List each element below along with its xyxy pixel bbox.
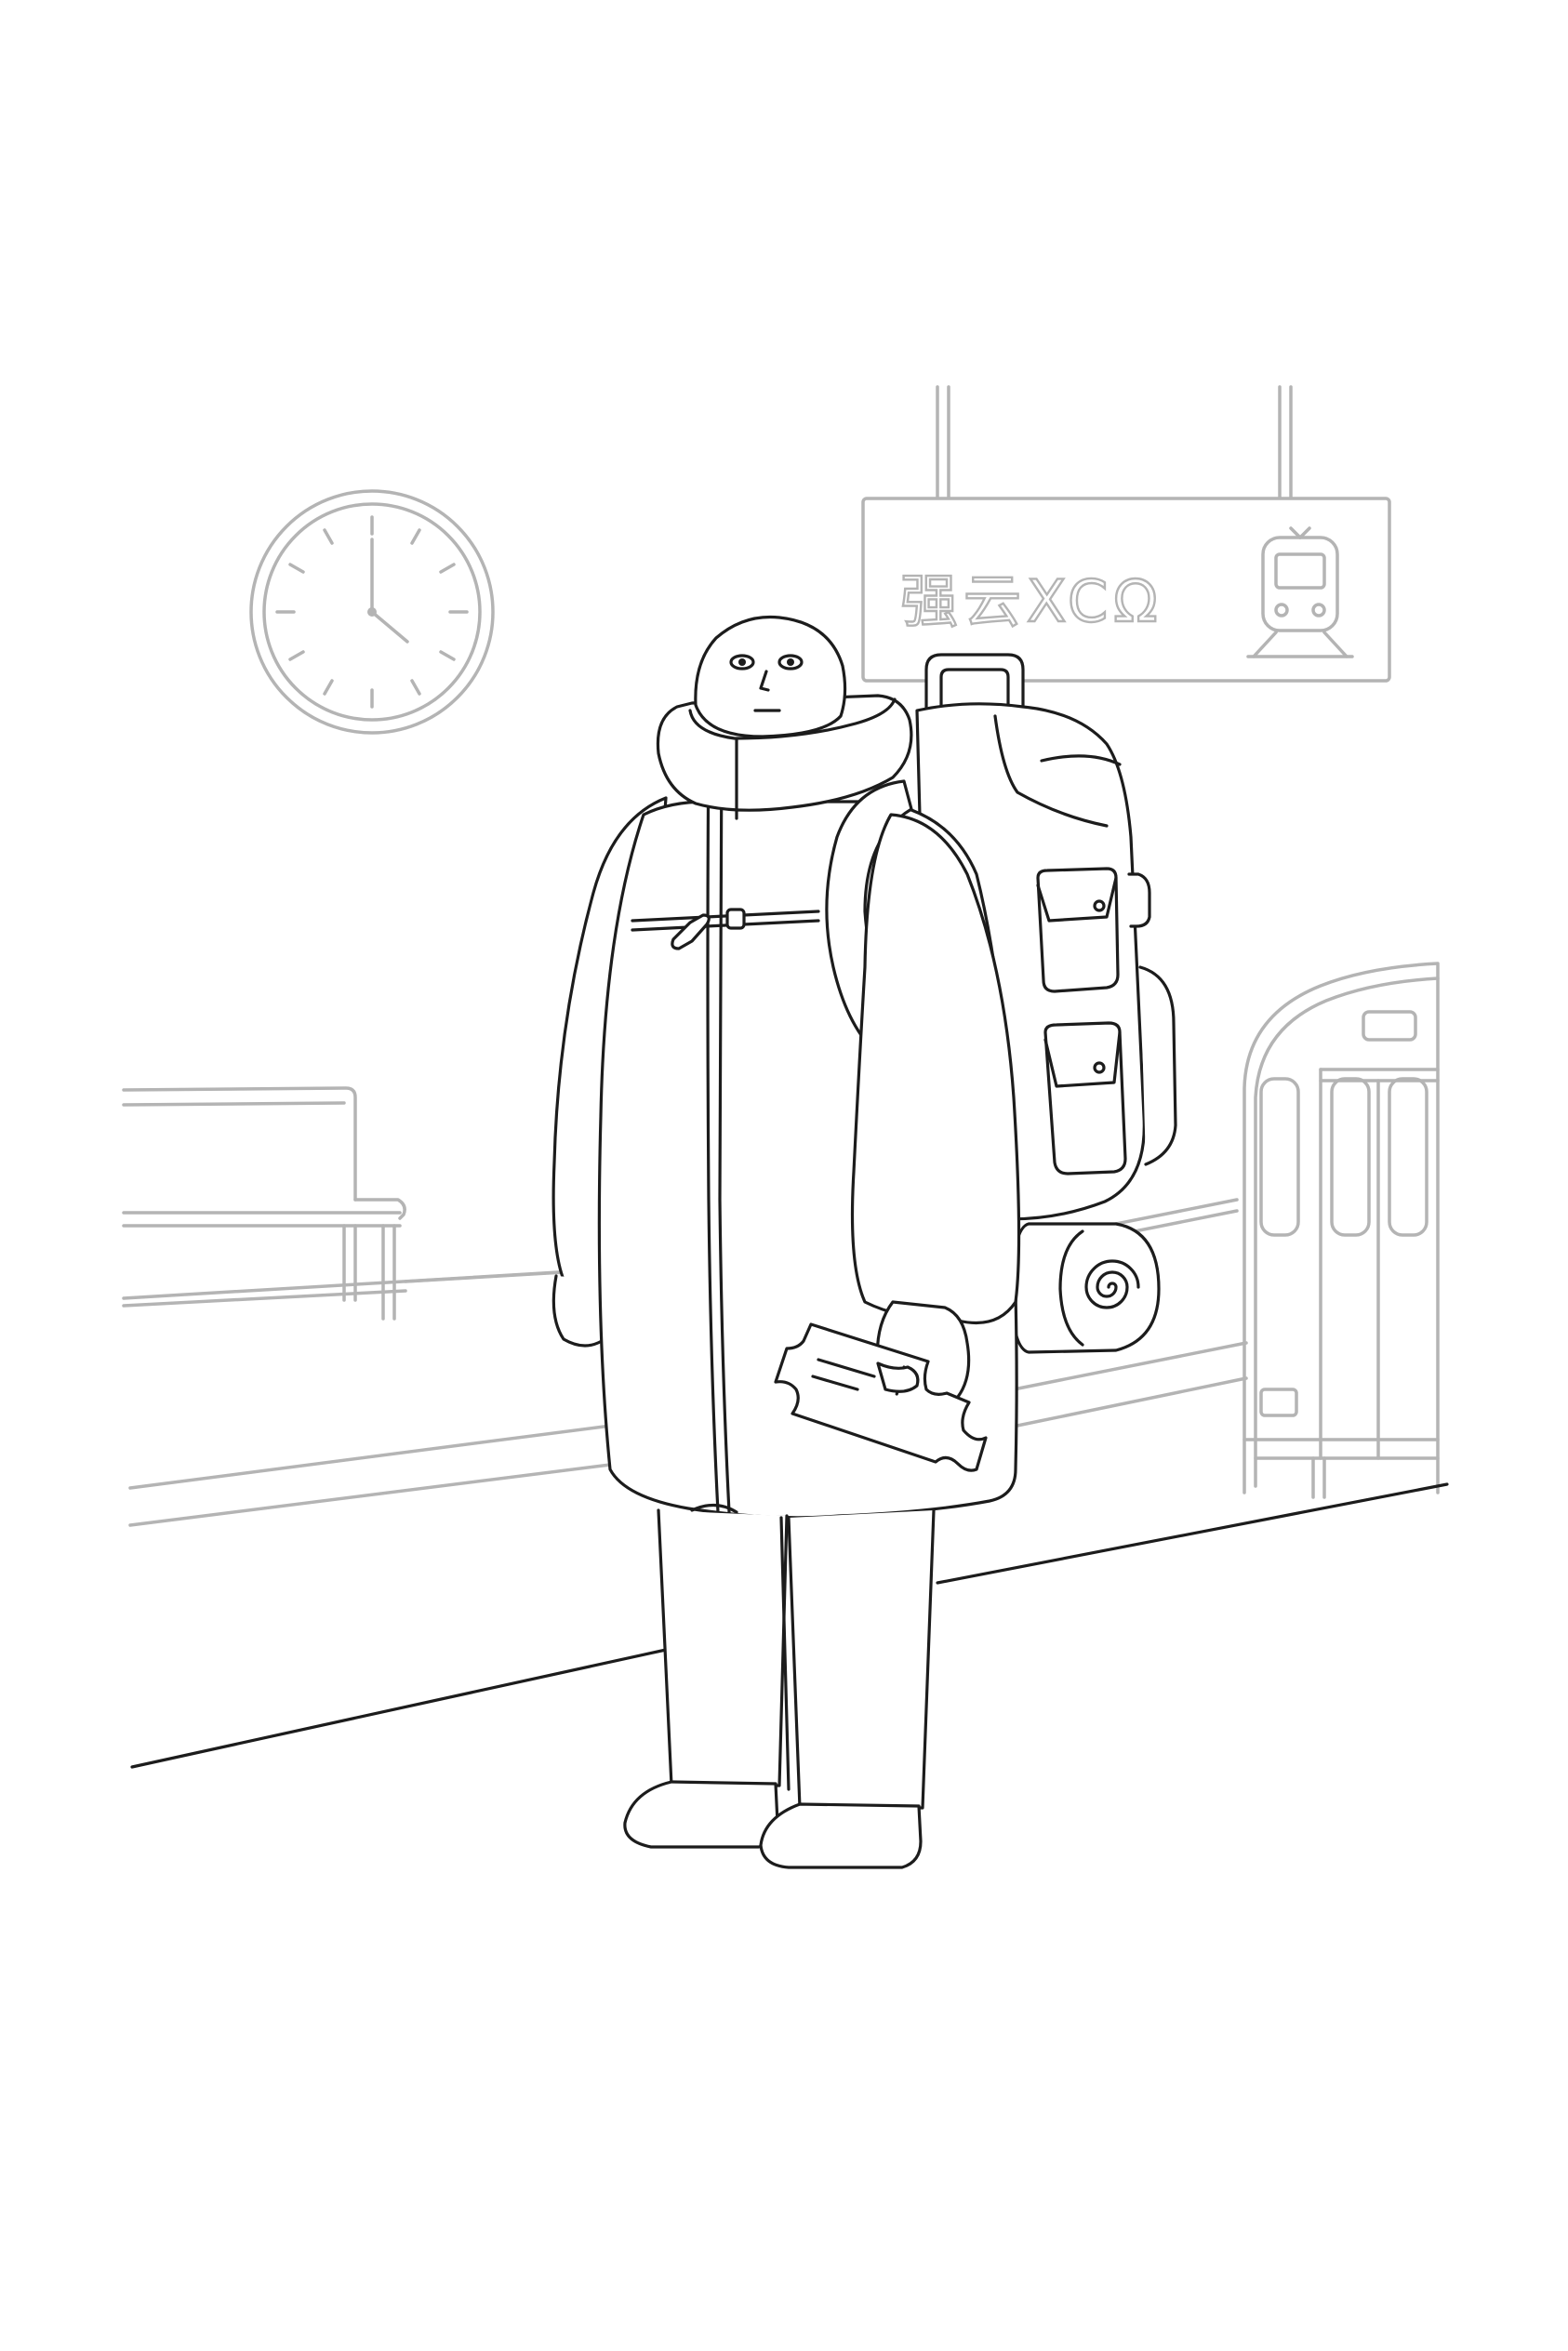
ticket-icon bbox=[774, 1322, 988, 1472]
eyes bbox=[729, 654, 804, 671]
head bbox=[694, 615, 847, 738]
clock-hour-hand bbox=[370, 610, 409, 644]
legs bbox=[657, 1508, 936, 1810]
platform-edge bbox=[130, 1482, 1449, 1769]
station-sign: 强云XCΩ bbox=[861, 385, 1391, 683]
sign-text: 强云XCΩ bbox=[900, 567, 1163, 635]
train bbox=[1242, 962, 1440, 1499]
train-icon bbox=[1246, 526, 1354, 658]
wall-clock bbox=[249, 489, 495, 735]
shoes bbox=[623, 1780, 923, 1869]
right-arm bbox=[825, 779, 1021, 1407]
nose bbox=[759, 670, 770, 692]
bench bbox=[122, 1086, 406, 1321]
